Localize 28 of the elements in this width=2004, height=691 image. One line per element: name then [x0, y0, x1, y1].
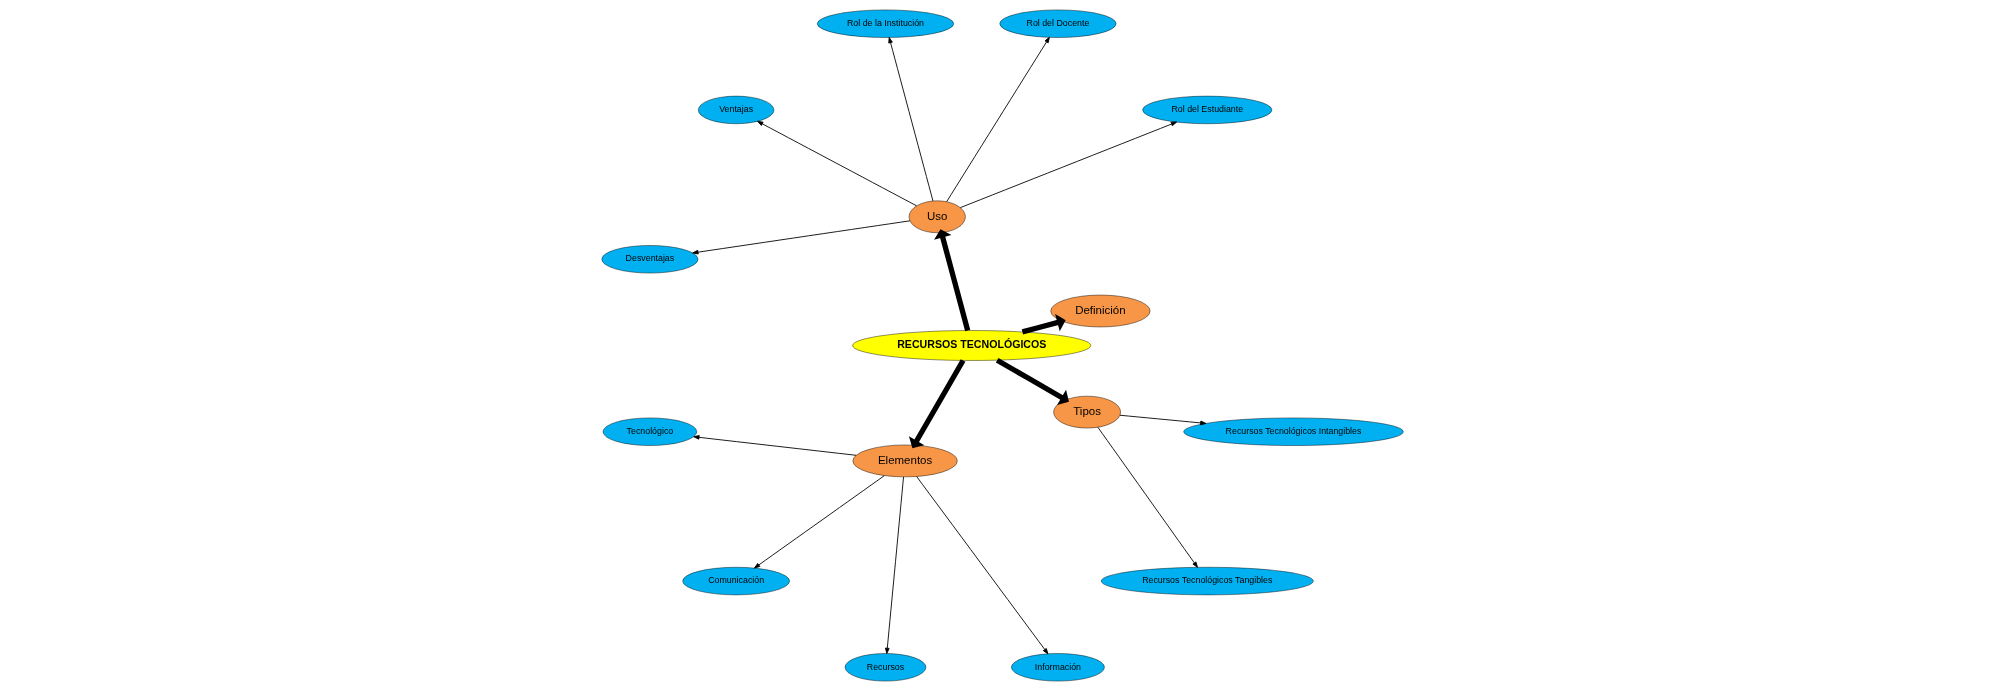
arrow — [1021, 313, 1066, 335]
node-ellipse: Definición — [1050, 294, 1150, 328]
arrow — [945, 36, 1050, 203]
node-ellipse: Rol de la Institución — [816, 9, 954, 38]
node-ellipse: RECURSOS TECNOLÓGICOS — [851, 330, 1091, 361]
node-ellipse: Uso — [908, 200, 966, 233]
arrow — [915, 476, 1048, 655]
arrow — [933, 229, 970, 332]
arrow — [887, 37, 933, 202]
node-ellipse: Comunicación — [682, 567, 790, 596]
arrow — [692, 435, 857, 456]
node-ellipse: Elementos — [852, 444, 958, 478]
node-ellipse: Tecnológico — [602, 417, 697, 446]
node-ellipse: Recursos — [844, 653, 926, 682]
arrow — [908, 359, 965, 449]
arrow — [753, 475, 885, 569]
arrow — [1096, 426, 1198, 568]
arrow — [995, 357, 1069, 406]
node-ellipse: Rol del Docente — [999, 9, 1116, 38]
arrow — [1119, 414, 1206, 426]
arrow — [756, 120, 917, 207]
node-ellipse: Recursos Tecnológicos Tangibles — [1100, 567, 1314, 596]
arrow — [691, 220, 910, 255]
node-ellipse: Tipos — [1052, 395, 1121, 429]
arrow — [884, 476, 904, 654]
arrow — [959, 121, 1177, 209]
node-ellipse: Rol del Estudiante — [1141, 95, 1272, 124]
node-ellipse: Información — [1010, 653, 1105, 682]
